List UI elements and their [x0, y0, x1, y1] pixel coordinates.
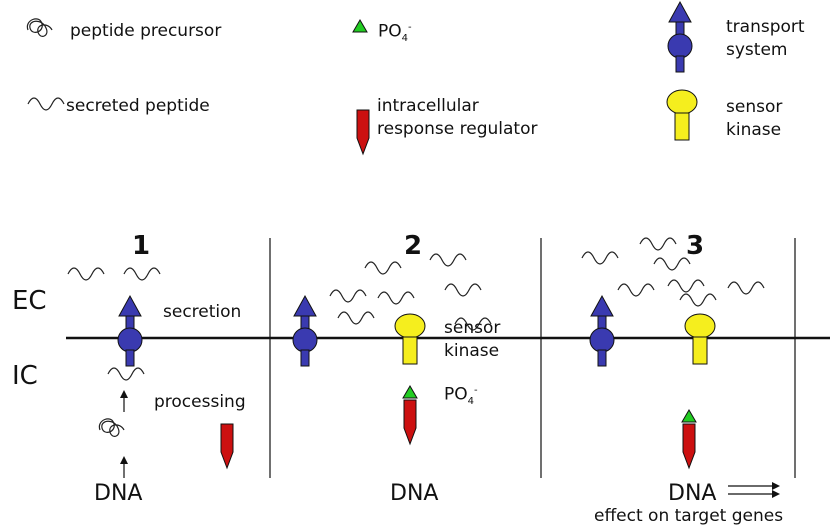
panel3-phosphate: [681, 409, 697, 423]
legend-secreted-peptide-label: secreted peptide: [66, 96, 210, 116]
po4-sup: -: [408, 22, 412, 33]
legend-regulator-line2: response regulator: [377, 119, 538, 139]
dna-label-2: DNA: [390, 481, 439, 506]
panel-number-1: 1: [132, 231, 151, 261]
panel2-peptide-1: [364, 261, 402, 275]
panel-number-2: 2: [404, 231, 423, 261]
po4-sub: 4: [401, 33, 409, 45]
legend-sensor-line1: sensor: [726, 97, 783, 117]
panel-number-3: 3: [686, 231, 705, 261]
response-regulator-legend-icon: [356, 109, 370, 155]
panel3-peptide-5: [667, 279, 705, 293]
secreted-peptide-icon: [27, 97, 65, 111]
extracellular-label: EC: [12, 286, 47, 316]
peptide-precursor-icon: [26, 18, 53, 37]
legend-transport-line1: transport: [726, 17, 805, 37]
sensor-label-line1: sensor: [444, 318, 501, 338]
panel2-transporter: [292, 295, 318, 367]
panel1-peptide-1: [67, 267, 105, 281]
panel2-phosphate: [402, 385, 418, 399]
panel2-peptide-2: [429, 253, 467, 267]
panel3-peptide-3: [653, 257, 691, 271]
panel1-processed-peptide: [107, 367, 145, 381]
phosphate-legend-icon: [352, 19, 368, 33]
legend-peptide-precursor-label: peptide precursor: [70, 21, 222, 41]
panel2-peptide-4: [377, 291, 415, 305]
panel2-regulator: [403, 399, 417, 445]
panel3-peptide-1: [581, 251, 619, 265]
legend-sensor-line2: kinase: [726, 120, 782, 140]
panel2-peptide-6: [337, 311, 375, 325]
legend-transport-line2: system: [726, 40, 788, 60]
panel3-peptide-4: [617, 283, 655, 297]
effect-arrowhead-1: [772, 482, 780, 490]
panel1-arrowhead-2: [120, 456, 128, 464]
panel2-po4-text: PO: [444, 384, 468, 405]
sensor-kinase-legend-icon: [666, 89, 698, 141]
panel1-precursor: [98, 418, 125, 437]
panel3-regulator: [682, 423, 696, 469]
panel2-po4-sub: 4: [467, 396, 475, 408]
effect-arrowhead-2: [772, 490, 780, 498]
sensor-label-line2: kinase: [444, 341, 500, 361]
panel2-po4-label: PO4-: [444, 385, 478, 407]
effect-on-target-genes-label: effect on target genes: [594, 506, 784, 526]
panel1-peptide-2: [123, 267, 161, 281]
dna-label-3: DNA: [668, 481, 717, 506]
dna-label-1: DNA: [94, 481, 143, 506]
panel2-peptide-3: [329, 289, 367, 303]
panel3-bound-peptide: [679, 293, 717, 307]
panel3-transporter: [589, 295, 615, 367]
secretion-label: secretion: [163, 302, 242, 322]
panel1-transporter: [117, 295, 143, 367]
panel1-regulator: [220, 423, 234, 469]
intracellular-label: IC: [12, 361, 38, 391]
panel1-arrowhead-1: [120, 390, 128, 398]
panel2-peptide-5: [444, 283, 482, 297]
po4-text: PO: [378, 21, 402, 42]
panel3-peptide-2: [639, 237, 677, 251]
panel3-peptide-6: [727, 281, 765, 295]
transport-system-legend-icon: [667, 1, 693, 73]
processing-label: processing: [154, 392, 246, 412]
legend-regulator-line1: intracellular: [377, 96, 479, 116]
legend-po4-label: PO4-: [378, 22, 412, 44]
panel2-po4-sup: -: [474, 385, 478, 396]
